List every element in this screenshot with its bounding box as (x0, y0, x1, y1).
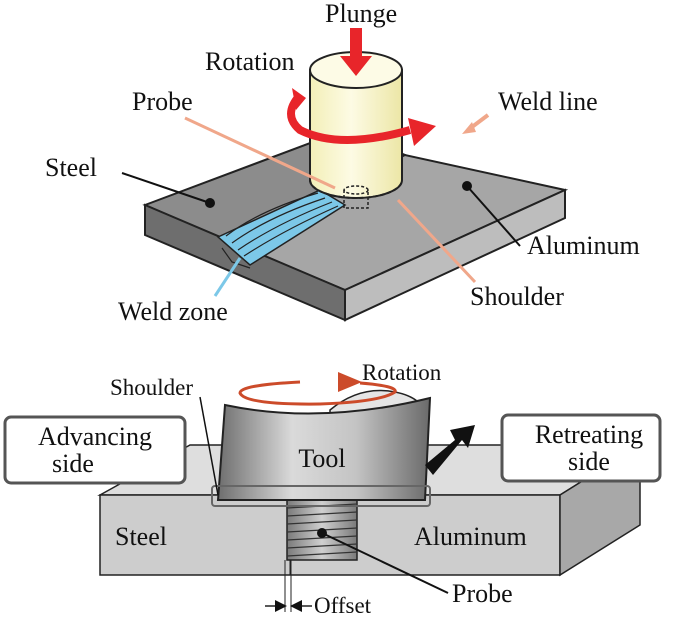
rotation-arrow-bottom (238, 380, 397, 406)
rotation-label-bottom: Rotation (362, 360, 442, 385)
retreating-label-line1: Retreating (535, 420, 643, 449)
weld-zone-leader (213, 257, 242, 297)
plate-right-face (344, 188, 566, 322)
rotation-label-top: Rotation (205, 47, 295, 76)
shoulder-leader (396, 198, 477, 284)
advancing-label-line2: side (52, 449, 94, 478)
bottom-figure: Shoulder Rotation Advancing side Retreat… (3, 360, 662, 617)
rotation-arrow (287, 92, 412, 144)
rotation-arrow-head (408, 118, 436, 146)
rotation-arrow-bottom-head (338, 372, 362, 392)
aluminum-label-top: Aluminum (527, 231, 640, 260)
aluminum-pointer (466, 185, 521, 247)
retreating-side-box (500, 413, 662, 483)
travel-direction-arrow (425, 425, 475, 475)
weld-zone-label: Weld zone (118, 297, 228, 326)
tool-label: Tool (298, 444, 345, 473)
shoulder-label-bottom: Shoulder (110, 375, 193, 400)
advancing-label-line1: Advancing (38, 422, 152, 451)
tool-body (216, 396, 432, 501)
retreating-label-line2: side (568, 447, 610, 476)
shoulder-label-top: Shoulder (470, 282, 564, 311)
plunge-label: Plunge (325, 0, 397, 28)
top-figure: Plunge Rotation Probe Weld line Steel Al… (45, 0, 640, 326)
plunge-arrow (340, 28, 372, 76)
weld-line-label: Weld line (498, 87, 598, 116)
probe-label-top: Probe (132, 87, 193, 116)
rotation-arrow-tail (292, 88, 306, 110)
weld-line-leader-head (462, 122, 476, 134)
probe-label-bottom: Probe (452, 579, 513, 608)
aluminum-label-bottom: Aluminum (414, 522, 527, 551)
steel-label-top: Steel (45, 153, 97, 182)
probe-leader (184, 116, 336, 190)
shoulder-leader-bottom (199, 396, 219, 496)
probe-pointer-bottom (321, 532, 449, 594)
steel-pointer (121, 172, 211, 204)
shoulder-outline (211, 485, 431, 507)
probe-pointer-dot (317, 528, 327, 538)
steel-pointer-dot (205, 198, 215, 208)
aluminum-pointer-dot (462, 181, 472, 191)
advancing-side-box (3, 415, 187, 485)
tool-cylinder (309, 51, 403, 209)
steel-label-bottom: Steel (115, 522, 167, 551)
offset-label: Offset (314, 593, 372, 617)
weld-zone (216, 189, 347, 269)
